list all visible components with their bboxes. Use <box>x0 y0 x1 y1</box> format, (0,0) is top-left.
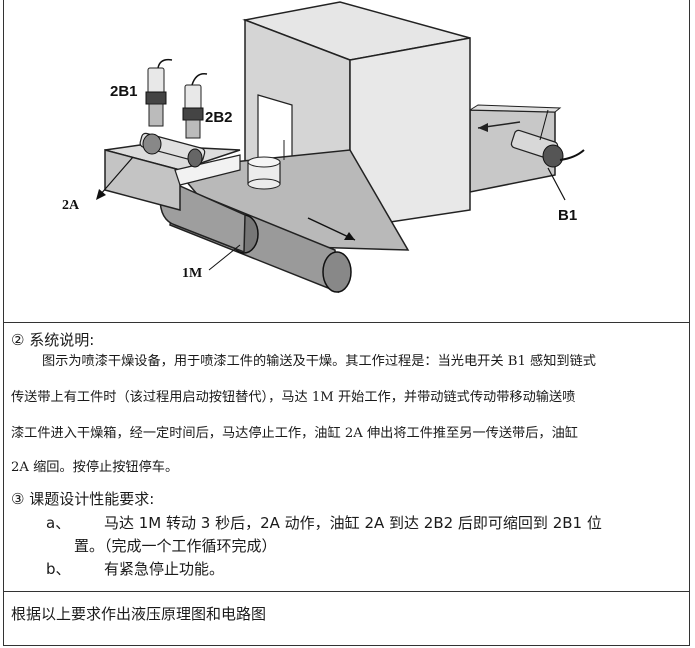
left-chain-conveyor <box>104 144 241 211</box>
equipment-illustration: 2B1 2B2 2A 1M B1 <box>62 1 585 294</box>
right-conveyor <box>468 104 562 193</box>
section3-heading: ③ 课题设计性能要求: <box>11 490 155 508</box>
section2-heading: ② 系统说明: <box>11 331 95 349</box>
workpiece <box>247 140 285 190</box>
section2-line-1: 图示为喷漆干燥设备，用于喷漆工件的输送及干燥。其工作过程是：当光电开关 B1 感… <box>42 354 596 369</box>
motor-1m-pointer <box>208 244 241 271</box>
label-b1: B1 <box>558 207 577 224</box>
document-frame <box>3 0 690 646</box>
label-2b2: 2B2 <box>205 109 233 126</box>
hydraulic-cylinder-2a <box>96 132 206 200</box>
label-2a: 2A <box>62 198 80 213</box>
proximity-sensor-2b2 <box>182 72 208 139</box>
section2-line-4: 2A 缩回。按停止按钮停车。 <box>11 460 179 475</box>
label-2b1: 2B1 <box>110 83 138 100</box>
requirement-a-marker: a、 <box>46 514 71 532</box>
label-1m: 1M <box>182 266 202 281</box>
section2-line-2: 传送带上有工件时（该过程用启动按钮替代），马达 1M 开始工作，并带动链式传动带… <box>11 390 576 405</box>
requirement-a-line2: 置。（完成一个工作循环完成） <box>74 537 277 555</box>
photo-sensor-b1 <box>510 109 585 201</box>
task-statement: 根据以上要求作出液压原理图和电路图 <box>11 605 267 623</box>
requirement-a-line1: 马达 1M 转动 3 秒后，2A 动作，油缸 2A 到达 2B2 后即可缩回到 … <box>104 514 602 532</box>
section2-line-3: 漆工件进入干燥箱，经一定时间后，马达停止工作，油缸 2A 伸出将工件推至另一传送… <box>11 426 578 441</box>
divider-top <box>3 322 690 323</box>
requirement-b-marker: b、 <box>46 560 71 578</box>
divider-bottom <box>3 591 690 592</box>
proximity-sensor-2b1 <box>145 58 173 127</box>
requirement-b-line1: 有紧急停止功能。 <box>104 560 225 578</box>
main-conveyor <box>159 149 410 294</box>
